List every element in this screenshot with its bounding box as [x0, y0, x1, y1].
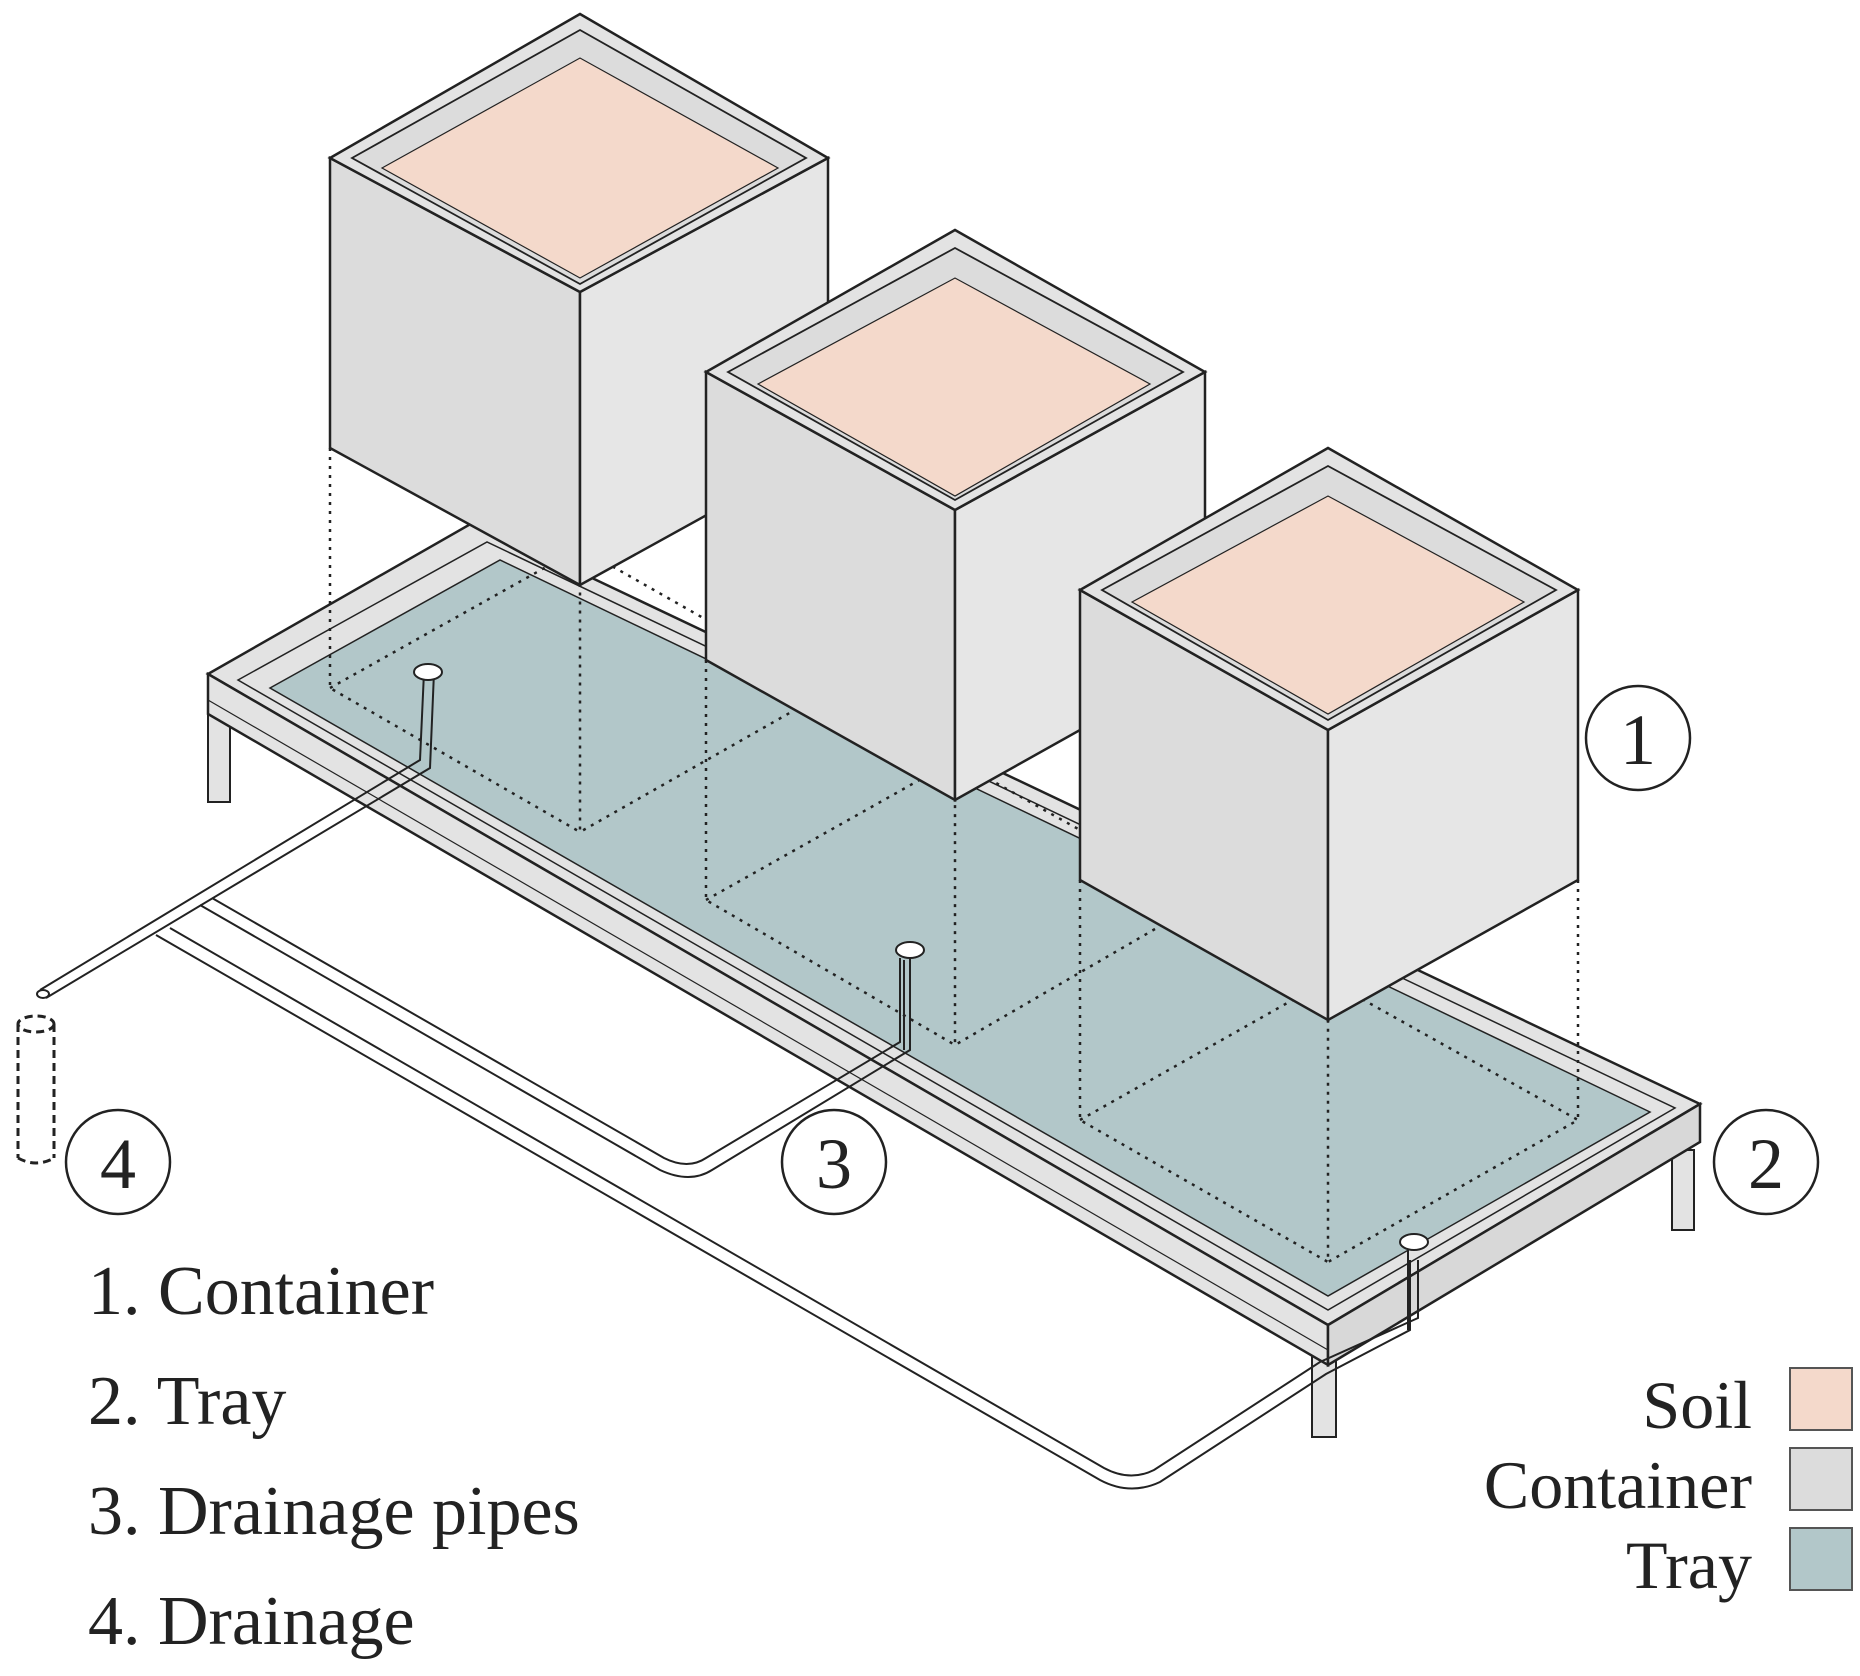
component-key: 1. Container 2. Tray 3. Drainage pipes 4…: [88, 1253, 580, 1660]
container-a-soil: [380, 57, 780, 279]
callout-3: 3: [780, 1108, 888, 1216]
legend-label-tray: Tray: [1626, 1527, 1752, 1603]
container-c-soil: [1130, 495, 1526, 715]
container-c: [1077, 446, 1581, 1023]
material-legend: Soil Container Tray: [1484, 1367, 1853, 1603]
legend-swatch-tray: [1789, 1527, 1853, 1591]
tray-water: [268, 559, 1652, 1297]
drainage-bucket: [16, 1014, 56, 1165]
drain-hole-b: [895, 941, 925, 959]
drainage-pipes: [36, 663, 1429, 1490]
drainage-collector-pipe: [199, 904, 911, 1178]
callout-1: 1: [1584, 684, 1692, 792]
callout-2: 2: [1712, 1108, 1820, 1216]
svg-text:4: 4: [100, 1124, 136, 1204]
drain-hole-a: [413, 663, 443, 681]
callout-4: 4: [64, 1108, 172, 1216]
drainage-loop-pipe: [155, 934, 1411, 1490]
tray-leg-front: [1311, 1354, 1337, 1438]
legend-label-container: Container: [1484, 1447, 1753, 1523]
drain-hole-c: [1399, 1233, 1429, 1251]
tray-leg-right: [1671, 1149, 1695, 1231]
svg-text:2: 2: [1748, 1124, 1784, 1204]
legend-swatch-soil: [1789, 1367, 1853, 1431]
key-item-drainage: 4. Drainage: [88, 1583, 415, 1660]
legend-swatch-container: [1789, 1447, 1853, 1511]
svg-text:3: 3: [816, 1124, 852, 1204]
key-item-tray: 2. Tray: [88, 1363, 286, 1440]
key-item-drainage-pipes: 3. Drainage pipes: [88, 1473, 580, 1550]
drainage-main-pipe: [39, 671, 425, 991]
container-b-soil: [756, 277, 1152, 497]
key-item-container: 1. Container: [88, 1253, 434, 1330]
svg-text:1: 1: [1620, 700, 1656, 780]
legend-label-soil: Soil: [1642, 1367, 1752, 1443]
tray-frame-right-side: [1326, 1101, 1702, 1368]
container-footprints: [328, 448, 1581, 1265]
